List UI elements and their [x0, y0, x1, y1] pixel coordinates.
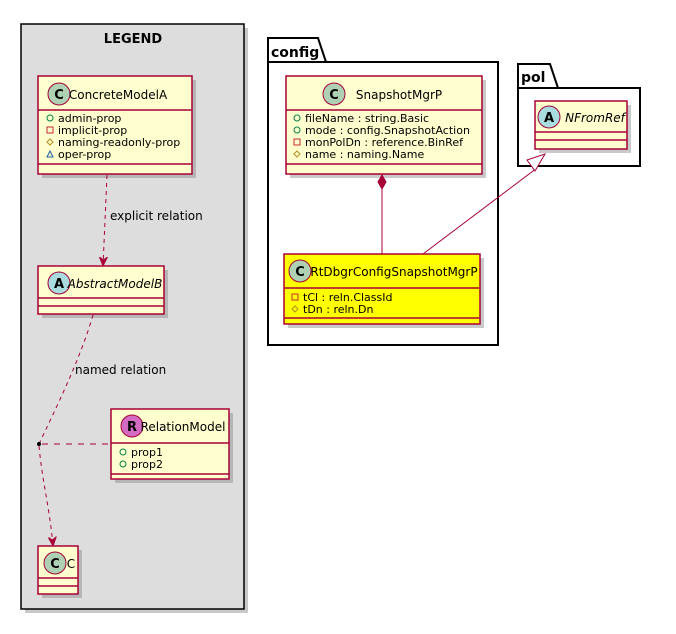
class-name: C — [67, 557, 75, 571]
protected-visibility-icon — [293, 150, 301, 158]
member-naming-readonly-prop: naming-readonly-prop — [58, 136, 180, 149]
public-visibility-icon — [293, 114, 301, 122]
named-relation-edge: named relation — [37, 314, 166, 546]
class-c-icon — [288, 259, 312, 283]
class-stereotype-letter: C — [50, 557, 60, 572]
member-prop1: prop1 — [131, 446, 163, 459]
class-stereotype-letter: C — [329, 88, 339, 103]
class-stereotype-letter: R — [127, 420, 137, 435]
member-mode: mode : config.SnapshotAction — [305, 124, 470, 137]
public-visibility-icon — [119, 448, 127, 456]
public-visibility-icon — [293, 126, 301, 134]
nfromref-class[interactable]: A NFromRef — [534, 100, 631, 153]
rt-dbgr-config-snapshot-class[interactable]: C RtDbgrConfigSnapshotMgrP tCl : reln.Cl… — [283, 253, 484, 328]
package-name: pol — [521, 70, 545, 86]
member-admin-prop: admin-prop — [58, 112, 121, 125]
member-tdn: tDn : reln.Dn — [303, 303, 373, 316]
class-stereotype-letter: C — [54, 88, 64, 103]
relation-model-class[interactable]: R RelationModel prop1 prop2 — [110, 408, 233, 483]
class-stereotype-letter: A — [54, 277, 64, 292]
composition-diamond-icon — [377, 173, 387, 191]
class-name: NFromRef — [565, 111, 627, 125]
member-oper-prop: oper-prop — [58, 148, 111, 161]
class-a-icon — [47, 271, 71, 295]
member-tcl: tCl : reln.ClassId — [303, 291, 393, 304]
member-name: name : naming.Name — [305, 148, 425, 161]
abstract-model-class[interactable]: A AbstractModelB — [37, 265, 168, 318]
class-c-icon — [43, 551, 67, 575]
snapshot-mgr-class[interactable]: C SnapshotMgrP fileName : string.Basic m… — [285, 75, 486, 178]
named-relation-label: named relation — [75, 363, 166, 377]
public-visibility-icon — [46, 114, 54, 122]
private-visibility-icon — [291, 293, 299, 301]
composition-edge — [377, 173, 387, 254]
class-name: SnapshotMgrP — [356, 88, 442, 102]
member-filename: fileName : string.Basic — [305, 112, 429, 125]
package-name: config — [271, 45, 319, 61]
private-visibility-icon — [293, 138, 301, 146]
protected-visibility-icon — [46, 138, 54, 146]
class-stereotype-letter: A — [544, 111, 554, 126]
public-visibility-icon — [119, 460, 127, 468]
member-prop2: prop2 — [131, 458, 163, 471]
class-name: RtDbgrConfigSnapshotMgrP — [310, 265, 477, 279]
explicit-relation-edge: explicit relation — [103, 174, 203, 266]
explicit-relation-label: explicit relation — [110, 209, 203, 223]
concrete-model-class[interactable]: C ConcreteModelA admin-prop implicit-pro… — [37, 75, 196, 178]
class-name: ConcreteModelA — [69, 88, 168, 102]
target-class-c[interactable]: C C — [37, 545, 82, 598]
class-stereotype-letter: C — [295, 265, 305, 280]
class-name: RelationModel — [141, 420, 226, 434]
inheritance-triangle-icon — [526, 153, 547, 172]
class-a-icon — [537, 105, 561, 129]
class-c-icon — [47, 82, 71, 106]
private-visibility-icon — [46, 126, 54, 134]
package-visibility-icon — [46, 149, 54, 158]
association-point — [37, 442, 41, 446]
member-implicit-prop: implicit-prop — [58, 124, 127, 137]
class-c-icon — [322, 82, 346, 106]
protected-visibility-icon — [291, 305, 299, 313]
class-r-icon — [120, 414, 144, 438]
generalization-edge — [422, 153, 547, 255]
legend-title: LEGEND — [104, 32, 163, 47]
class-name: AbstractModelB — [67, 277, 163, 291]
member-monpoldn: monPolDn : reference.BinRef — [305, 136, 464, 149]
